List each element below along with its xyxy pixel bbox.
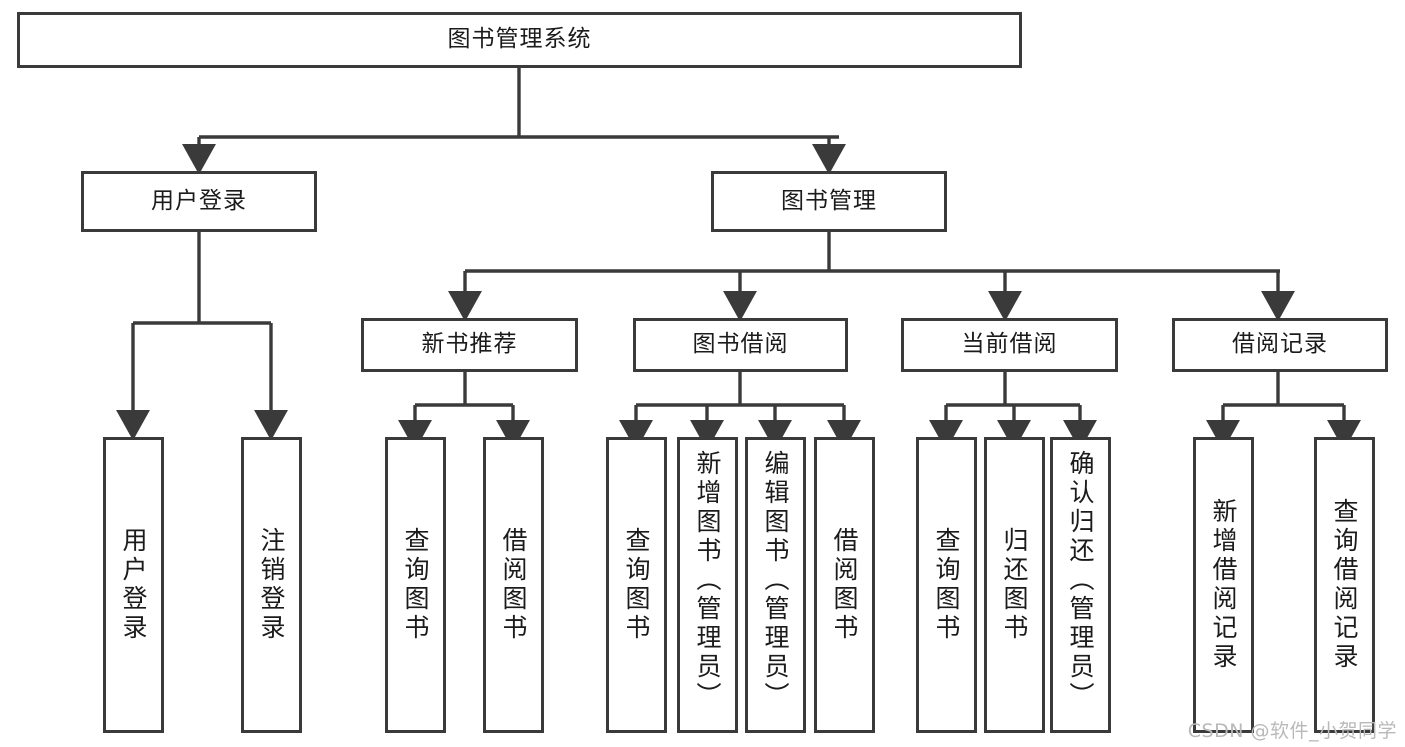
leaf-bb-query-book-label: 查询图书 <box>622 527 651 643</box>
leaf-bb-add-book-label: 新增图书（管理员） <box>693 450 722 711</box>
leaf-bb-edit-book[interactable]: 编辑图书（管理员） <box>745 437 806 733</box>
leaf-nb-borrow-book-label: 借阅图书 <box>499 527 528 643</box>
node-book-management-label: 图书管理 <box>781 187 877 214</box>
node-book-management[interactable]: 图书管理 <box>711 171 947 232</box>
leaf-nb-query-book[interactable]: 查询图书 <box>385 437 446 733</box>
leaf-bb-borrow-book[interactable]: 借阅图书 <box>814 437 875 733</box>
leaf-bb-add-book[interactable]: 新增图书（管理员） <box>677 437 738 733</box>
leaf-cb-return-book-label: 归还图书 <box>1000 527 1029 643</box>
node-new-book-recommend-label: 新书推荐 <box>421 331 518 358</box>
leaf-nb-borrow-book[interactable]: 借阅图书 <box>483 437 544 733</box>
leaf-logout[interactable]: 注销登录 <box>241 437 302 733</box>
leaf-cb-query-book[interactable]: 查询图书 <box>916 437 977 733</box>
node-book-borrow[interactable]: 图书借阅 <box>633 318 848 372</box>
node-user-login-label: 用户登录 <box>151 187 247 214</box>
leaf-br-add-record[interactable]: 新增借阅记录 <box>1193 437 1254 733</box>
leaf-user-login[interactable]: 用户登录 <box>103 437 164 733</box>
node-current-borrow[interactable]: 当前借阅 <box>901 318 1118 372</box>
leaf-bb-edit-book-label: 编辑图书（管理员） <box>761 450 790 711</box>
node-current-borrow-label: 当前借阅 <box>961 331 1058 358</box>
node-borrow-record[interactable]: 借阅记录 <box>1172 318 1388 372</box>
node-root-label: 图书管理系统 <box>447 26 592 53</box>
node-user-login[interactable]: 用户登录 <box>81 171 317 232</box>
leaf-br-query-record-label: 查询借阅记录 <box>1330 498 1359 672</box>
leaf-br-add-record-label: 新增借阅记录 <box>1209 498 1238 672</box>
leaf-logout-label: 注销登录 <box>257 527 286 643</box>
leaf-user-login-label: 用户登录 <box>119 527 148 643</box>
node-borrow-record-label: 借阅记录 <box>1232 331 1328 358</box>
leaf-cb-return-book[interactable]: 归还图书 <box>984 437 1045 733</box>
leaf-bb-borrow-book-label: 借阅图书 <box>830 527 859 643</box>
node-book-borrow-label: 图书借阅 <box>692 331 789 358</box>
leaf-nb-query-book-label: 查询图书 <box>401 527 430 643</box>
leaf-cb-confirm-return[interactable]: 确认归还（管理员） <box>1050 437 1111 733</box>
leaf-cb-query-book-label: 查询图书 <box>932 527 961 643</box>
node-new-book-recommend[interactable]: 新书推荐 <box>361 318 578 372</box>
leaf-br-query-record[interactable]: 查询借阅记录 <box>1314 437 1375 733</box>
leaf-bb-query-book[interactable]: 查询图书 <box>606 437 667 733</box>
node-root[interactable]: 图书管理系统 <box>17 12 1022 68</box>
leaf-cb-confirm-return-label: 确认归还（管理员） <box>1066 450 1095 711</box>
